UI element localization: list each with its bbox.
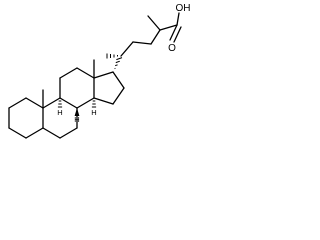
carbonyl-oxygen-label: O: [168, 43, 176, 54]
structural-formula: H H H O OH: [8, 3, 191, 139]
c21-methyl-hashed-bond: [106, 53, 118, 59]
ring-c: [59, 67, 95, 109]
h8-label: H: [74, 115, 79, 124]
h8-stereo: H: [74, 108, 80, 124]
carboxyl-group: O OH: [168, 3, 190, 54]
c17-c20-hashed-bond: [114, 57, 123, 70]
side-chain: [120, 15, 178, 57]
ring-d: [93, 71, 125, 105]
h9-label: H: [57, 108, 62, 117]
ring-a: [8, 97, 44, 139]
hydroxyl-label: OH: [176, 3, 191, 14]
h9-stereo: H: [57, 100, 63, 117]
h14-label: H: [91, 108, 96, 117]
h14-stereo: H: [91, 100, 97, 117]
